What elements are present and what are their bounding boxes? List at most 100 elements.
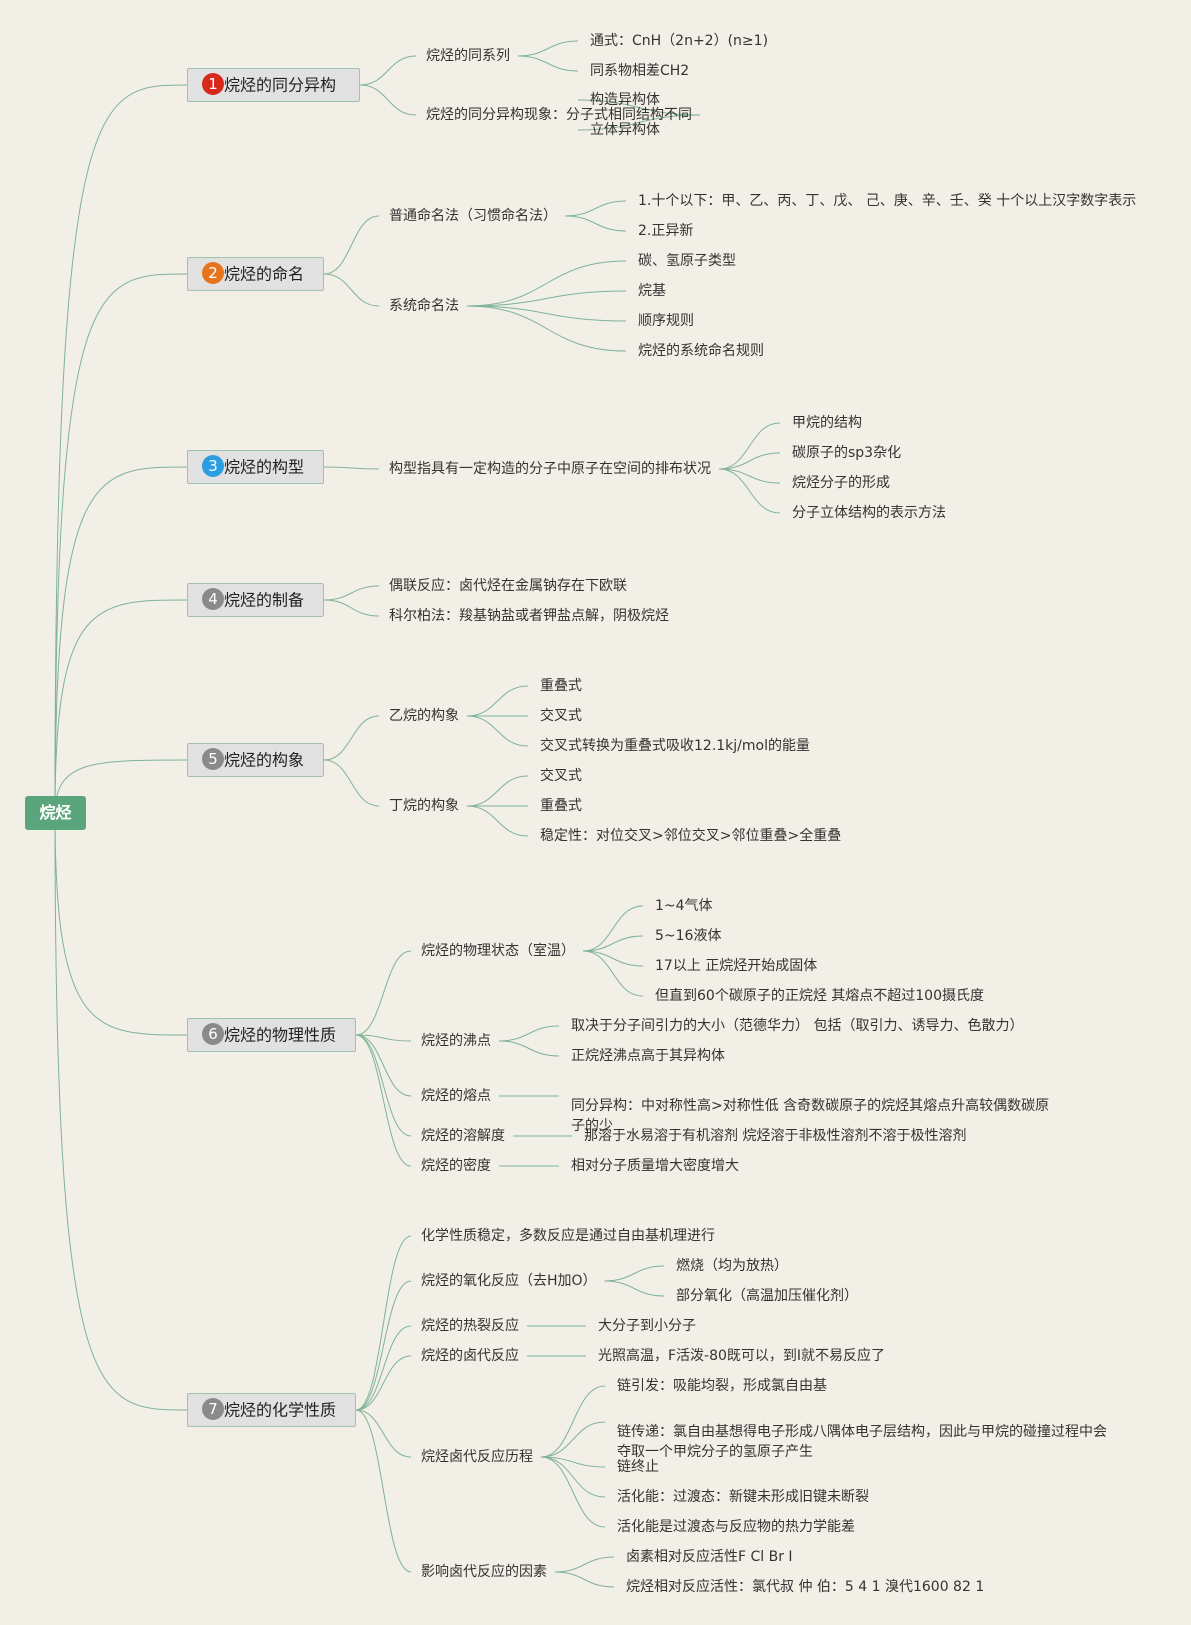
leaf-node[interactable]: 部分氧化（高温加压催化剂） [676, 1288, 858, 1304]
leaf-node[interactable]: 1~4气体 [655, 898, 713, 914]
topic-number-badge: 1 [202, 73, 224, 95]
connector-subtopic-leaf [718, 452, 781, 470]
leaf-node[interactable]: 同系物相差CH2 [590, 63, 690, 79]
connector-root-topic-3 [54, 466, 188, 814]
connector-subtopic-leaf [577, 99, 701, 116]
connector-topic-subtopic [359, 84, 417, 116]
subtopic[interactable]: 烷烃的热裂反应 [421, 1318, 519, 1334]
connector-subtopic-leaf [466, 305, 627, 322]
leaf-node[interactable]: 重叠式 [540, 678, 582, 694]
connector-subtopic-leaf [540, 1456, 606, 1468]
subtopic[interactable]: 乙烷的构象 [389, 708, 459, 724]
connector-topic-subtopic [323, 599, 380, 617]
leaf-node[interactable]: 构造异构体 [590, 92, 660, 108]
leaf-node[interactable]: 大分子到小分子 [598, 1318, 696, 1334]
connector-root-topic-6 [54, 812, 188, 1036]
connector-subtopic-leaf [718, 468, 781, 514]
subtopic[interactable]: 科尔柏法：羧基钠盐或者钾盐点解，阴极烷烃 [389, 608, 669, 624]
subtopic[interactable]: 丁烷的构象 [389, 798, 459, 814]
leaf-node[interactable]: 稳定性：对位交叉>邻位交叉>邻位重叠>全重叠 [540, 828, 842, 844]
subtopic[interactable]: 普通命名法（习惯命名法） [389, 208, 557, 224]
leaf-node[interactable]: 烷烃相对反应活性：氯代叔 仲 伯：5 4 1 溴代1600 82 1 [626, 1579, 985, 1595]
connector-subtopic-leaf [564, 215, 627, 232]
leaf-node[interactable]: 碳原子的sp3杂化 [792, 445, 902, 461]
connector-root-topic-7 [54, 812, 188, 1411]
connector-subtopic-leaf [466, 805, 529, 837]
connector-subtopic-leaf [554, 1571, 615, 1588]
connector-subtopic-leaf [540, 1456, 606, 1528]
subtopic[interactable]: 烷烃的氧化反应（去H加O） [421, 1273, 597, 1289]
subtopic[interactable]: 烷烃的同系列 [426, 48, 510, 64]
leaf-node[interactable]: 交叉式 [540, 708, 582, 724]
leaf-node[interactable]: 烷烃的系统命名规则 [638, 343, 764, 359]
subtopic[interactable]: 烷烃的密度 [421, 1158, 491, 1174]
connector-subtopic-leaf [498, 1040, 560, 1057]
subtopic[interactable]: 烷烃的卤代反应 [421, 1348, 519, 1364]
leaf-node[interactable]: 分子立体结构的表示方法 [792, 505, 946, 521]
subtopic[interactable]: 烷烃卤代反应历程 [421, 1449, 533, 1465]
leaf-node[interactable]: 卤素相对反应活性F Cl Br I [626, 1549, 793, 1565]
connector-subtopic-leaf [554, 1556, 615, 1573]
leaf-node[interactable]: 烷基 [638, 283, 666, 299]
leaf-node[interactable]: 但直到60个碳原子的正烷烃 其熔点不超过100摄氏度 [655, 988, 984, 1004]
leaf-node[interactable]: 正烷烃沸点高于其异构体 [571, 1048, 725, 1064]
leaf-node[interactable]: 2.正异新 [638, 223, 694, 239]
connector-subtopic-leaf [540, 1456, 606, 1498]
leaf-node[interactable]: 甲烷的结构 [792, 415, 862, 431]
subtopic[interactable]: 烷烃的熔点 [421, 1088, 491, 1104]
connector-subtopic-leaf [517, 55, 579, 72]
connector-subtopic-leaf [540, 1421, 606, 1458]
root-node[interactable]: 烷烃 [25, 796, 86, 830]
leaf-node[interactable]: 1.十个以下：甲、乙、丙、丁、戊、 己、庚、辛、壬、癸 十个以上汉字数字表示 [638, 193, 1137, 209]
connector-topic-subtopic [355, 1034, 412, 1167]
leaf-node[interactable]: 烷烃分子的形成 [792, 475, 890, 491]
connector-subtopic-leaf [466, 305, 627, 352]
leaf-node[interactable]: 链传递：氯自由基想得电子形成八隅体电子层结构，因此与甲烷的碰撞过程中会夺取一个甲… [617, 1424, 1107, 1460]
connector-subtopic-leaf [604, 1265, 665, 1282]
connector-subtopic-leaf [466, 260, 627, 307]
leaf-node[interactable]: 燃烧（均为放热） [676, 1258, 788, 1274]
leaf-node[interactable]: 那溶于水易溶于有机溶剂 烷烃溶于非极性溶剂不溶于极性溶剂 [584, 1128, 967, 1144]
connector-topic-subtopic [355, 950, 412, 1036]
subtopic[interactable]: 影响卤代反应的因素 [421, 1564, 547, 1580]
subtopic[interactable]: 构型指具有一定构造的分子中原子在空间的排布状况 [389, 461, 711, 477]
leaf-node[interactable]: 通式：CnH（2n+2）(n≥1) [590, 33, 769, 49]
subtopic[interactable]: 化学性质稳定，多数反应是通过自由基机理进行 [421, 1228, 715, 1244]
connector-subtopic-leaf [466, 290, 627, 307]
leaf-node[interactable]: 取决于分子间引力的大小（范德华力） 包括（取引力、诱导力、色散力） [571, 1018, 1024, 1034]
subtopic[interactable]: 偶联反应：卤代烃在金属钠存在下欧联 [389, 578, 627, 594]
leaf-node[interactable]: 相对分子质量增大密度增大 [571, 1158, 739, 1174]
leaf-node[interactable]: 光照高温，F活泼-80既可以，到I就不易反应了 [598, 1348, 886, 1364]
leaf-node[interactable]: 5~16液体 [655, 928, 722, 944]
leaf-node[interactable]: 重叠式 [540, 798, 582, 814]
topic-label: 烷烃的制备 [224, 590, 305, 610]
leaf-node[interactable]: 顺序规则 [638, 313, 694, 329]
subtopic[interactable]: 烷烃的物理状态（室温） [421, 943, 575, 959]
connector-subtopic-leaf [564, 200, 627, 217]
leaf-node[interactable]: 交叉式 [540, 768, 582, 784]
leaf-node[interactable]: 活化能：过渡态：新键未形成旧键未断裂 [617, 1489, 869, 1505]
leaf-node[interactable]: 17以上 正烷烃开始成固体 [655, 958, 818, 974]
subtopic[interactable]: 烷烃的溶解度 [421, 1128, 505, 1144]
subtopic[interactable]: 系统命名法 [389, 298, 459, 314]
subtopic[interactable]: 烷烃的沸点 [421, 1033, 491, 1049]
connector-topic-subtopic [323, 759, 380, 807]
leaf-node[interactable]: 链终止 [617, 1459, 659, 1475]
connector-subtopic-leaf [718, 468, 781, 484]
leaf-node[interactable]: 交叉式转换为重叠式吸收12.1kj/mol的能量 [540, 738, 810, 754]
topic-label: 烷烃的物理性质 [224, 1025, 337, 1045]
leaf-node[interactable]: 活化能是过渡态与反应物的热力学能差 [617, 1519, 855, 1535]
leaf-node[interactable]: 碳、氢原子类型 [638, 253, 736, 269]
leaf-node[interactable]: 立体异构体 [590, 122, 660, 138]
subtopic[interactable]: 烷烃的同分异构现象：分子式相同结构不同 [426, 107, 692, 123]
leaf-node[interactable]: 链引发：吸能均裂，形成氯自由基 [617, 1378, 827, 1394]
connector-subtopic-leaf [718, 422, 781, 470]
leaf-node[interactable]: 同分异构：中对称性高>对称性低 含奇数碳原子的烷烃其熔点升高较偶数碳原子的少 [571, 1098, 1050, 1134]
